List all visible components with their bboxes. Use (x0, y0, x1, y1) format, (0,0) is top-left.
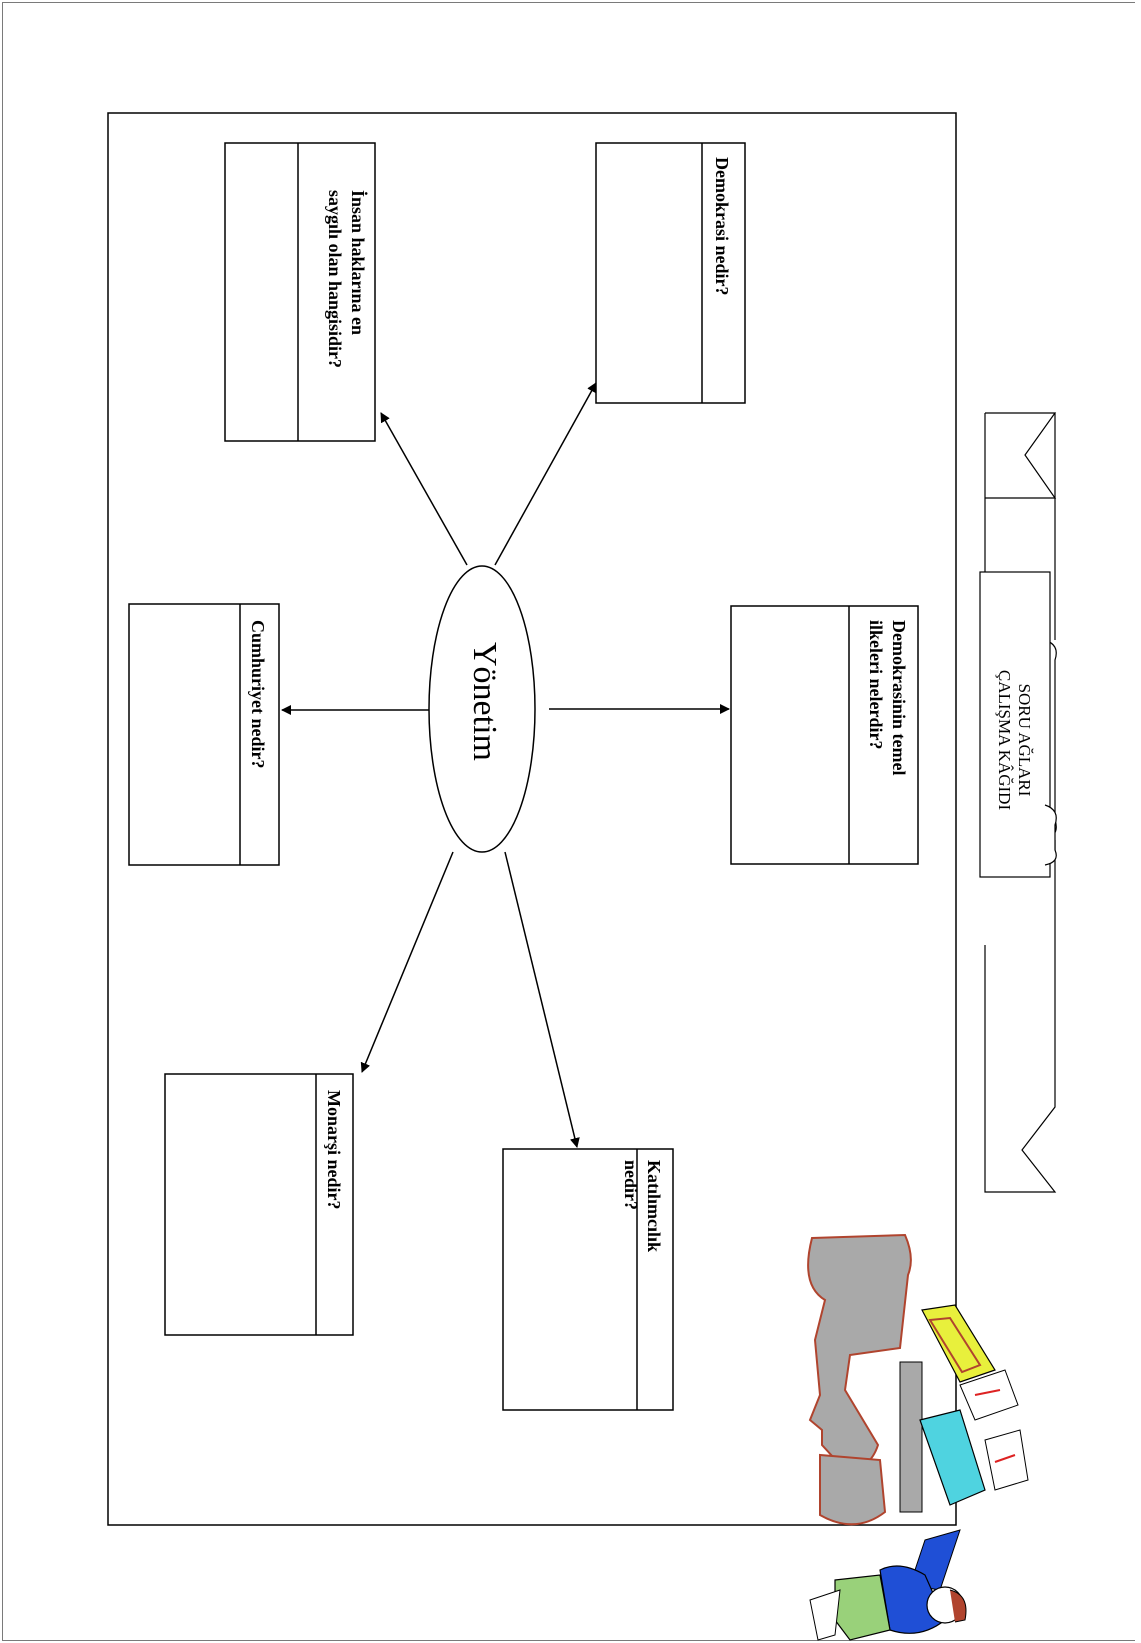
question-box-cumhuriyet (128, 603, 280, 866)
arrow-to-monarsi (360, 851, 454, 1073)
arrow-to-demokrasi (494, 382, 597, 566)
question-demokrasi-line1: Demokrasi nedir? (712, 157, 732, 296)
arrow-to-insan-haklari (380, 412, 468, 566)
question-monarsi: Monarşi nedir? (322, 1090, 345, 1210)
question-insan-haklari: İnsan haklarına en saygılı olan hangisid… (323, 190, 369, 368)
question-cumhuriyet: Cumhuriyet nedir? (246, 620, 269, 769)
question-box-katilimcilik (502, 1148, 674, 1411)
banner-line-1: SORU AĞLARI (1015, 683, 1034, 797)
signpost-with-person-icon (807, 1233, 1029, 1641)
question-monarsi-line1: Monarşi nedir? (324, 1090, 344, 1210)
ribbon-banner-icon (979, 412, 1057, 1193)
hub-ellipse (428, 565, 536, 853)
question-temel-ilkeler: Demokrasinin temel ilkeleri nelerdir? (864, 620, 910, 775)
question-katilimcilik-line2: nedir? (621, 1160, 641, 1211)
question-insan-haklari-line2: saygılı olan hangisidir? (325, 190, 345, 369)
hub-label: Yönetim (465, 642, 503, 761)
question-insan-haklari-line1: İnsan haklarına en (348, 190, 368, 336)
question-katilimcilik-line1: Katılımcılık (644, 1160, 664, 1252)
banner-line-2: ÇALIŞMA KÂĞIDI (995, 669, 1014, 811)
question-cumhuriyet-line1: Cumhuriyet nedir? (248, 620, 268, 769)
question-box-temel-ilkeler (730, 605, 919, 865)
arrow-to-katilimcilik (504, 851, 580, 1148)
question-temel-ilkeler-line2: ilkeleri nelerdir? (866, 620, 886, 750)
question-temel-ilkeler-line1: Demokrasinin temel (889, 620, 909, 776)
hub-label-text: Yönetim (466, 642, 503, 761)
question-katilimcilik: Katılımcılık nedir? (619, 1160, 665, 1252)
question-box-monarsi (164, 1073, 354, 1336)
question-demokrasi: Demokrasi nedir? (710, 157, 733, 296)
banner-title: SORU AĞLARI ÇALIŞMA KÂĞIDI (994, 630, 1034, 850)
diagram-frame (107, 112, 957, 1526)
question-box-insan-haklari (224, 142, 376, 442)
question-box-demokrasi (595, 142, 746, 404)
